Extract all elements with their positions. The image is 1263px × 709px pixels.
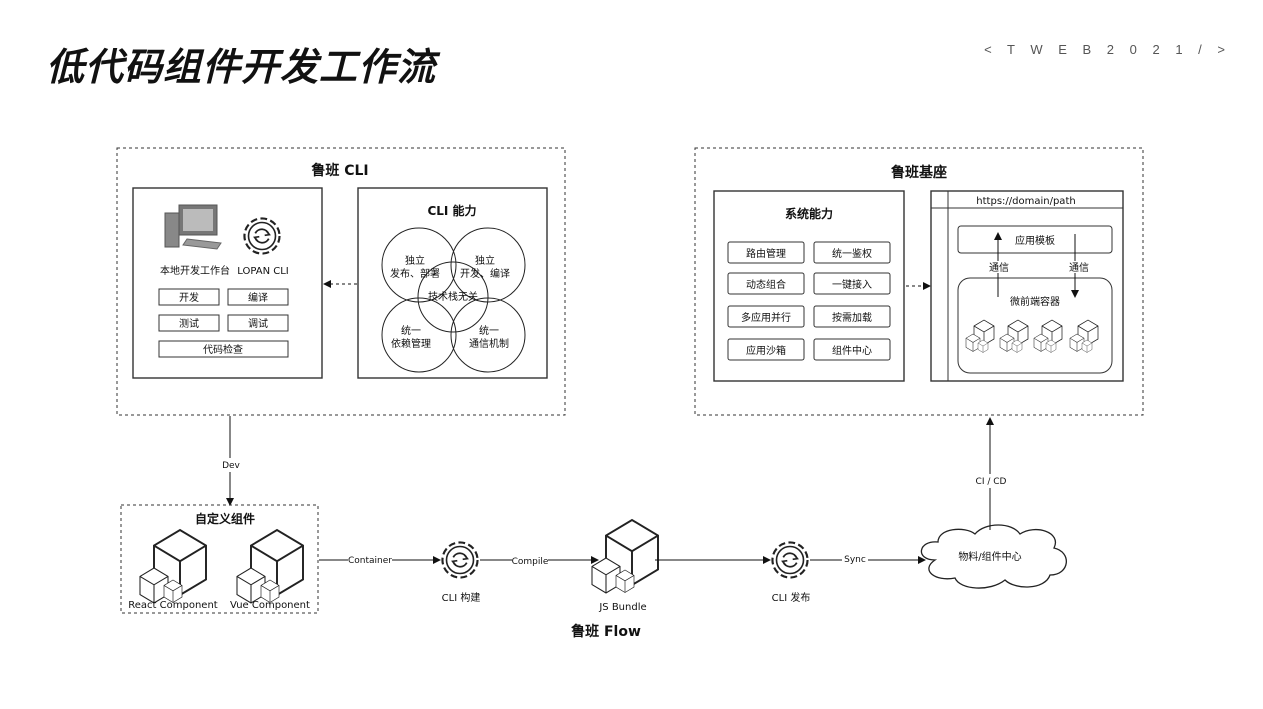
venn-bottom-left-1: 统一 (401, 324, 421, 337)
venn-bottom-right-2: 通信机制 (469, 337, 509, 350)
ability-item: 动态组合 (746, 278, 786, 291)
custom-component-title: 自定义组件 (195, 511, 255, 526)
cli-build-gear-icon (441, 541, 479, 579)
micro-container-label: 微前端容器 (1010, 295, 1060, 308)
dev-button[interactable] (158, 288, 220, 306)
ability-item: 应用沙箱 (746, 344, 786, 357)
ability-item: 路由管理 (746, 247, 786, 260)
debug-button[interactable] (227, 314, 289, 332)
cloud-icon (920, 524, 1067, 589)
venn-top-left-1: 独立 (405, 254, 425, 267)
venn-top-right-2: 开发、编译 (460, 267, 510, 280)
comm-right-label: 通信 (1069, 262, 1089, 274)
app-template-label: 应用模板 (1015, 234, 1055, 247)
local-workbench-label: 本地开发工作台 (160, 264, 230, 277)
sync-flow-label: Sync (844, 555, 866, 565)
event-tag: < T W E B 2 0 2 1 / > (984, 42, 1231, 57)
dev-flow-label: Dev (222, 461, 240, 471)
url-bar[interactable]: https://domain/path (976, 196, 1075, 207)
ability-item: 多应用并行 (741, 311, 791, 324)
react-component-label: React Component (128, 600, 218, 611)
js-bundle-icon (592, 520, 658, 593)
js-bundle-label: JS Bundle (598, 602, 646, 613)
page-title: 低代码组件开发工作流 (46, 45, 437, 89)
base-panel: 鲁班基座 系统能力 路由管理 统一鉴权 动态组合 一键接入 多应用并行 按需加载… (694, 147, 1144, 416)
compile-flow-label: Compile (512, 557, 549, 567)
cli-panel: 鲁班 CLI 本地开发工作台 LOPAN CLI 开发 编译 测试 调试 代码检… (116, 147, 566, 416)
venn-bottom-left-2: 依赖管理 (391, 337, 431, 350)
venn-bottom-right-1: 统一 (479, 324, 499, 337)
cicd-flow-label: CI / CD (976, 477, 1007, 487)
compile-button-label: 编译 (248, 291, 268, 304)
venn-top-left-2: 发布、部署 (390, 267, 440, 280)
venn-center: 技术栈无关 (428, 290, 478, 303)
venn-top-right-1: 独立 (475, 254, 495, 267)
cli-panel-title: 鲁班 CLI (310, 162, 368, 179)
lint-button[interactable] (158, 340, 289, 358)
ability-item: 统一鉴权 (832, 247, 872, 260)
dev-button-label: 开发 (179, 291, 199, 304)
ability-item: 按需加载 (832, 311, 872, 324)
ability-item: 组件中心 (832, 344, 872, 357)
container-flow-label: Container (348, 556, 392, 566)
vue-component-label: Vue Component (230, 600, 310, 611)
cli-publish-label: CLI 发布 (772, 591, 811, 604)
vue-component-icon (237, 530, 303, 603)
test-button[interactable] (158, 314, 220, 332)
ability-item: 一键接入 (832, 278, 872, 291)
computer-icon (164, 204, 222, 250)
lint-button-label: 代码检查 (203, 343, 243, 356)
test-button-label: 测试 (179, 317, 199, 330)
lopan-cli-label: LOPAN CLI (237, 266, 288, 277)
compile-button[interactable] (227, 288, 289, 306)
debug-button-label: 调试 (248, 317, 268, 330)
base-panel-title: 鲁班基座 (890, 164, 947, 181)
system-ability-title: 系统能力 (785, 206, 833, 221)
cli-publish-gear-icon (771, 541, 809, 579)
cli-ability-title: CLI 能力 (427, 203, 476, 218)
flow: Dev 自定义组件 React Component Vue Component … (120, 416, 1067, 640)
cli-build-label: CLI 构建 (442, 591, 481, 604)
ability-grid: 路由管理 统一鉴权 动态组合 一键接入 多应用并行 按需加载 应用沙箱 组件中心 (727, 241, 891, 361)
react-component-icon (140, 530, 206, 603)
flow-title: 鲁班 Flow (570, 623, 641, 640)
comm-left-label: 通信 (989, 262, 1009, 274)
cloud-label: 物料/组件中心 (958, 550, 1021, 563)
